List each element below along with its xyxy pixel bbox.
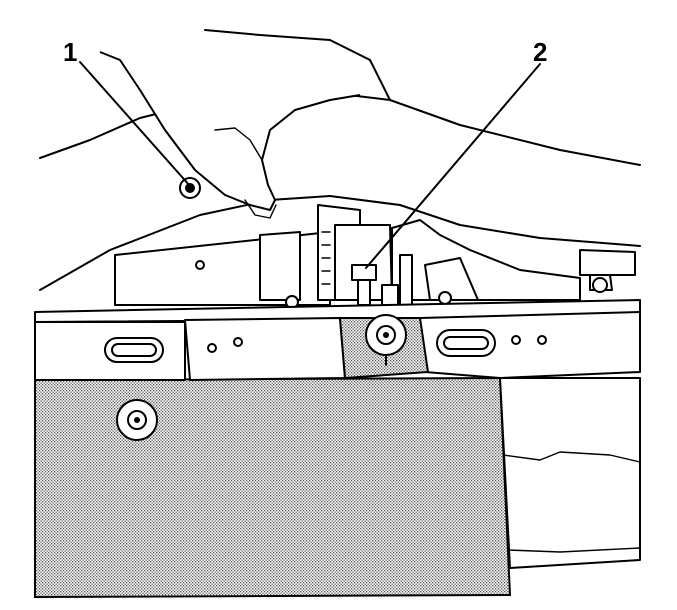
hand <box>99 51 361 219</box>
seat-frame <box>114 204 636 309</box>
callout-1-label: 1 <box>63 37 77 67</box>
lower-trim-panel <box>34 376 512 599</box>
leader-line-2 <box>365 63 541 269</box>
center-pivot <box>338 314 430 380</box>
leader-line-1 <box>79 61 191 187</box>
lower-bracket <box>34 311 641 381</box>
callout-2-label: 2 <box>533 37 547 67</box>
right-lower-panel <box>499 377 641 569</box>
panel-fastener <box>116 399 158 441</box>
